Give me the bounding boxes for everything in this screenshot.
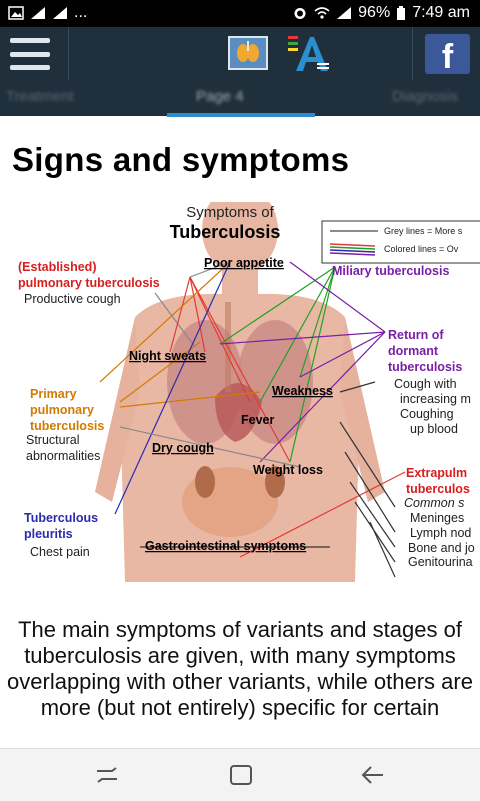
battery-icon [397,6,406,20]
cell-signal-icon [337,7,352,19]
label-bone-joints: Bone and jo [408,541,475,555]
label-cough-with-2: increasing m [400,392,471,406]
connector-lines [99,261,406,578]
article-paragraph: The main symptoms of variants and stages… [7,617,473,720]
label-fever: Fever [241,413,274,427]
signal-edit-icon-2 [53,7,67,19]
label-lymph-nodes: Lymph nod [410,526,471,540]
label-coughing-up-1: Coughing [400,407,454,421]
status-bar: ... 96% 7:49 am [0,0,480,27]
label-return-2: dormant [388,344,439,358]
lungs-app-icon[interactable] [228,36,268,70]
label-primary-2: pulmonary [30,403,94,417]
status-time: 7:49 am [412,4,470,21]
section-heading: Signs and symptoms [12,141,350,178]
alarm-icon [294,8,306,19]
label-primary-1: Primary [30,387,77,401]
label-return-3: tuberculosis [388,360,462,374]
legend-box: Grey lines = More s Colored lines = Ov [321,220,480,264]
appbar-divider-left [68,27,69,80]
label-gastro: Gastrointestinal symptoms [145,539,306,553]
figure-labels: (Established) pulmonary tuberculosis Pro… [18,256,475,569]
label-night-sweats: Night sweats [129,349,206,363]
tab-current[interactable]: Page 4 [196,88,244,105]
legend-grey-label: Grey lines = More s [384,226,463,236]
figure-title-line2: Tuberculosis [170,222,281,242]
tab-next[interactable]: Diagnosis [392,88,458,105]
tab-bar: Treatment Page 4 Diagnosis [0,80,480,116]
battery-percent: 96% [358,4,391,21]
label-primary-3: tuberculosis [30,419,104,433]
tab-indicator [167,113,315,117]
label-return-1: Return of [388,328,444,342]
hamburger-icon[interactable] [10,38,50,70]
tab-previous[interactable]: Treatment [6,88,74,105]
status-overflow: ... [74,4,88,21]
home-icon[interactable] [226,761,256,789]
font-size-icon[interactable] [288,33,332,73]
back-icon[interactable] [358,761,388,789]
label-pleuritis-2: pleuritis [24,527,73,541]
status-left: ... [8,4,87,22]
article-content[interactable]: Signs and symptoms [0,117,480,748]
label-common-sites: Common s [404,496,464,510]
lungs-icon [237,41,259,62]
label-established-1: (Established) [18,260,97,274]
system-nav-bar [0,748,480,801]
label-pleuritis-1: Tuberculous [24,511,98,525]
body-silhouette [95,202,385,582]
label-structural-2: abnormalities [26,449,100,463]
label-cough-with-1: Cough with [394,377,457,391]
label-extrapulm-2: tuberculos [406,482,470,496]
recents-icon[interactable] [92,761,122,789]
label-dry-cough: Dry cough [152,441,214,455]
label-chest-pain: Chest pain [30,545,90,559]
label-weakness: Weakness [272,384,333,398]
legend-colored-label: Colored lines = Ov [384,244,459,254]
facebook-icon: f [441,38,454,74]
label-genitourinary: Genitourina [408,555,473,569]
status-right: 96% 7:49 am [292,4,470,22]
label-meninges: Meninges [410,511,464,525]
label-structural-1: Structural [26,433,80,447]
appbar-divider-right [412,27,413,80]
label-poor-appetite: Poor appetite [204,256,284,270]
figure-title-line1: Symptoms of [186,204,274,221]
tuberculosis-symptoms-diagram[interactable]: Grey lines = More s Colored lines = Ov S… [0,202,480,587]
label-weight-loss: Weight loss [253,463,323,477]
label-extrapulm-1: Extrapulm [406,466,467,480]
label-productive-cough: Productive cough [24,292,121,306]
wifi-icon [314,7,330,19]
label-miliary: Miliary tuberculosis [332,264,449,278]
label-established-2: pulmonary tuberculosis [18,276,160,290]
label-coughing-up-2: up blood [410,422,458,436]
facebook-share-button[interactable]: f [425,34,470,74]
signal-edit-icon [31,7,45,19]
gallery-icon [8,6,24,20]
